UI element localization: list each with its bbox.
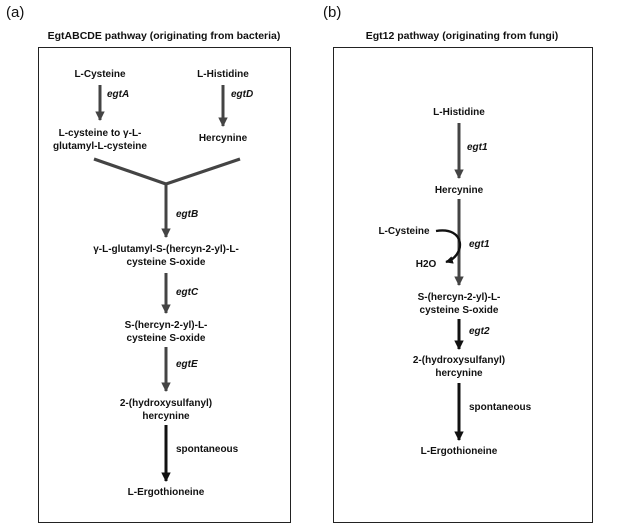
arrow-cysteine-to-water	[435, 229, 461, 264]
panel-b-node-ergothioneine: L-Ergothioneine	[420, 446, 498, 457]
panel-a-node-cysteine: L-Cysteine	[74, 69, 126, 80]
panel-b-node-hydroxysulfanyl: 2-(hydroxysulfanyl) hercynine	[412, 355, 506, 379]
panel-a-enzyme-egtd: egtD	[231, 89, 254, 100]
panel-b-node-sulfoxide: S-(hercyn-2-yl)-L- cysteine S-oxide	[417, 292, 501, 316]
panel-a-node-histidine: L-Histidine	[197, 69, 249, 80]
panel-a-spontaneous-label: spontaneous	[176, 444, 239, 455]
panel-a-enzyme-egte: egtE	[176, 359, 198, 370]
panel-a-node-glutamylcysteine: L-cysteine to γ-L- glutamyl-L-cysteine	[53, 128, 147, 152]
panel-a-enzyme-egtc: egtC	[176, 287, 199, 298]
panel-b-letter: (b)	[323, 4, 342, 21]
panel-a-letter: (a)	[6, 4, 25, 21]
panel-b-node-histidine: L-Histidine	[433, 107, 485, 118]
panel-a-enzyme-egta: egtA	[107, 89, 130, 100]
panel-b-enzyme-egt2: egt2	[469, 326, 490, 337]
panel-b-spontaneous-label: spontaneous	[469, 402, 532, 413]
panel-a-title: EgtABCDE pathway (originating from bacte…	[47, 30, 281, 42]
panel-a-node-glutamyl-sulfoxide: γ-L-glutamyl-S-(hercyn-2-yl)-L- cysteine…	[93, 244, 239, 268]
panel-b-enzyme-egt1-second: egt1	[469, 239, 490, 250]
panel-a-box	[38, 47, 291, 523]
panel-b-node-cysteine: L-Cysteine	[378, 226, 430, 237]
panel-b-node-water: H2O	[415, 259, 437, 270]
panel-a-node-sulfoxide: S-(hercyn-2-yl)-L- cysteine S-oxide	[124, 320, 208, 344]
merge-branch-right	[165, 157, 241, 186]
panel-a-node-hercynine: Hercynine	[198, 133, 248, 144]
panel-b-enzyme-egt1-first: egt1	[467, 142, 488, 153]
panel-a-node-ergothioneine: L-Ergothioneine	[127, 487, 205, 498]
panel-b-title: Egt12 pathway (originating from fungi)	[365, 30, 559, 42]
panel-a-node-hydroxysulfanyl: 2-(hydroxysulfanyl) hercynine	[119, 398, 213, 422]
panel-b-node-hercynine: Hercynine	[434, 185, 484, 196]
panel-b-box	[333, 47, 593, 523]
merge-branch-left	[93, 157, 167, 186]
panel-a-enzyme-egtb: egtB	[176, 209, 199, 220]
